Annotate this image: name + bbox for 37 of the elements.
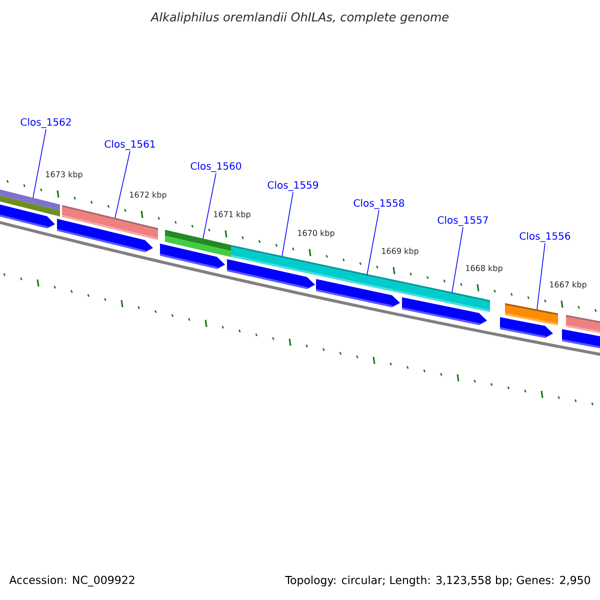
category-bar <box>231 245 490 312</box>
gene-label: Clos_1558 <box>354 199 404 209</box>
gene-label: Clos_1560 <box>190 162 242 172</box>
scale-label: 1668 kbp <box>466 264 502 273</box>
gene-block <box>0 202 55 228</box>
category-bar <box>566 314 600 336</box>
gene-label: Clos_1562 <box>20 118 71 128</box>
scale-label: 1670 kbp <box>298 230 334 238</box>
scale-label: 1672 kbp <box>130 192 166 200</box>
leader-line <box>32 128 46 198</box>
leader-line <box>202 172 216 240</box>
scale-label: 1671 kbp <box>214 211 250 219</box>
leader-line <box>366 210 380 276</box>
gene-block <box>160 244 225 269</box>
footer-text: Topology: circular; Length: 3,123,558 bp; Genes: 2,950 <box>285 576 590 586</box>
gene-block <box>57 218 153 252</box>
category-bar <box>0 186 60 217</box>
gene-block <box>562 329 600 349</box>
scale-label: 1667 kbp <box>550 281 586 290</box>
gene-block <box>316 278 400 308</box>
category-bar <box>165 230 231 258</box>
footer-text: Accession: NC_009922 <box>9 576 134 586</box>
gene-label: Clos_1561 <box>104 140 155 150</box>
leader-line <box>452 226 464 293</box>
gene-label: Clos_1557 <box>438 216 488 226</box>
leader-line <box>536 242 546 310</box>
leader-line <box>114 150 130 218</box>
gene-block <box>402 297 487 325</box>
scale-label: 1673 kbp <box>46 171 82 179</box>
category-bar <box>62 205 158 240</box>
scale-label: 1669 kbp <box>382 248 418 256</box>
gene-label: Clos_1556 <box>520 232 570 242</box>
category-bar <box>505 303 558 326</box>
title: Alkaliphilus oremlandii OhILAs, complete genome <box>150 12 449 24</box>
gene-block <box>500 317 553 338</box>
gene-block <box>227 259 315 290</box>
gene-label: Clos_1559 <box>268 181 318 191</box>
